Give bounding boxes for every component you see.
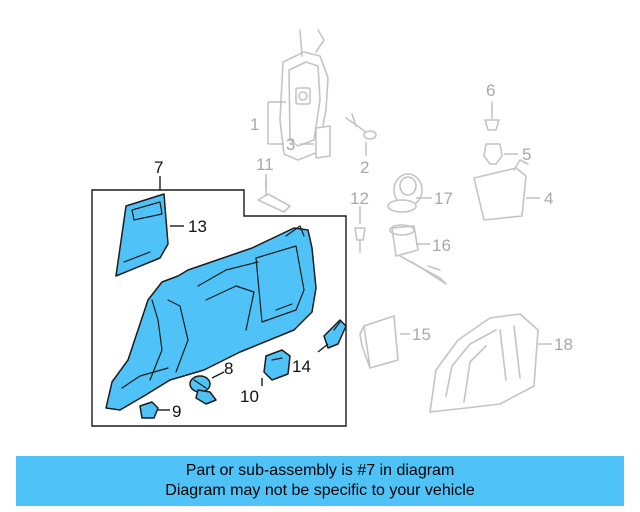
callout-13: 13 xyxy=(188,217,207,236)
callout-3: 3 xyxy=(286,135,295,154)
callout-16: 16 xyxy=(432,236,451,255)
callout-15: 15 xyxy=(412,325,431,344)
callout-11: 11 xyxy=(256,155,274,174)
callout-8-leader xyxy=(211,371,225,379)
part-13-upper-panel xyxy=(115,193,169,277)
assembly-7-frame xyxy=(91,189,347,427)
part-10-bracket xyxy=(263,349,291,381)
part-5-grommet xyxy=(483,143,503,165)
part-15-block xyxy=(359,315,399,369)
banner-line-1: Part or sub-assembly is #7 in diagram xyxy=(185,462,455,479)
part-4-cover xyxy=(473,159,529,221)
part-16-housing xyxy=(389,224,447,285)
part-17-cap xyxy=(387,173,423,213)
callout-5: 5 xyxy=(522,145,531,164)
info-banner: Part or sub-assembly is #7 in diagram Di… xyxy=(16,456,624,506)
callout-6: 6 xyxy=(486,81,495,100)
callout-14-leader xyxy=(317,343,329,353)
part-14-clip xyxy=(323,319,347,349)
part-6-bolt xyxy=(484,101,500,131)
part-18-liner xyxy=(429,313,539,413)
callout-14: 14 xyxy=(292,357,311,376)
callout-10: 10 xyxy=(240,387,259,406)
parts-diagram: 1 3 2 11 12 6 5 4 xyxy=(91,29,573,427)
part-7-quarter-trim xyxy=(105,225,317,411)
callout-8: 8 xyxy=(224,359,233,378)
callout-9: 9 xyxy=(172,402,181,421)
part-12-screw xyxy=(354,227,366,253)
part-2-bolt xyxy=(345,113,377,140)
callout-1: 1 xyxy=(250,115,259,134)
part-8-fastener xyxy=(189,375,217,405)
callout-17: 17 xyxy=(434,189,453,208)
callout-2: 2 xyxy=(360,158,369,177)
part-11-clip xyxy=(257,179,291,213)
part-3-pad xyxy=(315,125,331,159)
part-9-clip xyxy=(139,401,159,419)
callout-18: 18 xyxy=(554,335,573,354)
callout-12: 12 xyxy=(350,189,369,208)
banner-line-2: Diagram may not be specific to your vehi… xyxy=(165,482,475,499)
callout-4: 4 xyxy=(544,189,553,208)
callout-7: 7 xyxy=(154,158,163,177)
